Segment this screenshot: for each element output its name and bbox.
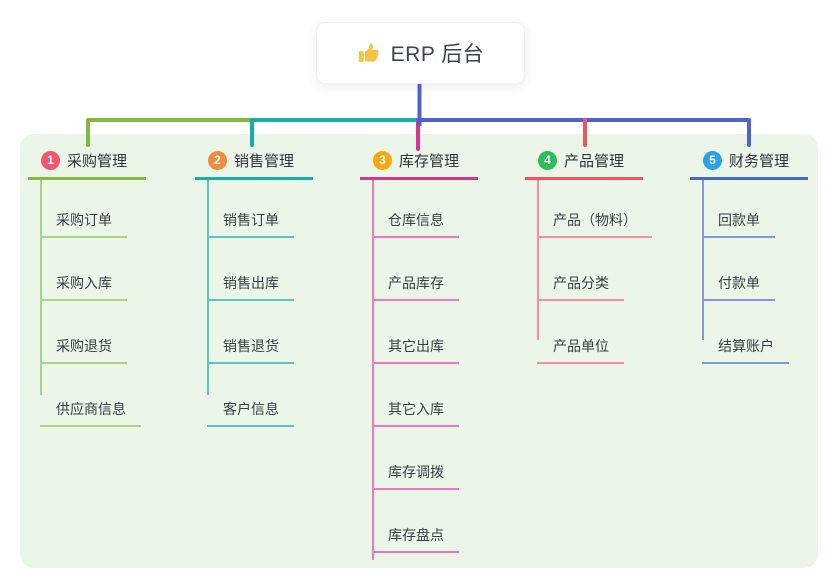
branch-child-connector <box>372 180 374 560</box>
node-sales-return[interactable]: 销售退货 <box>207 301 294 364</box>
branches-panel <box>20 134 818 568</box>
node-settlement-account[interactable]: 结算账户 <box>702 301 789 364</box>
badge-4: 4 <box>538 150 557 170</box>
branch-child-connector <box>702 180 704 340</box>
node-supplier-info[interactable]: 供应商信息 <box>40 364 141 427</box>
branch-child-connector <box>537 180 539 340</box>
thumbs-up-icon <box>358 43 379 62</box>
node-customer-info[interactable]: 客户信息 <box>207 364 294 427</box>
branch-sales-node[interactable]: 2 销售管理 <box>195 147 313 180</box>
node-purchase-return[interactable]: 采购退货 <box>40 301 127 364</box>
branch-child-connector <box>40 180 42 395</box>
node-warehouse-info[interactable]: 仓库信息 <box>372 180 459 238</box>
node-stock-count[interactable]: 库存盘点 <box>372 490 459 553</box>
node-stock-transfer[interactable]: 库存调拨 <box>372 427 459 490</box>
node-payment-order[interactable]: 付款单 <box>702 238 775 301</box>
node-product-unit[interactable]: 产品单位 <box>537 301 624 364</box>
branch-procurement-node[interactable]: 1 采购管理 <box>28 147 146 180</box>
node-product-category[interactable]: 产品分类 <box>537 238 624 301</box>
node-sales-outbound[interactable]: 销售出库 <box>207 238 294 301</box>
root-node-erp[interactable]: ERP 后台 <box>316 22 525 84</box>
node-purchase-order[interactable]: 采购订单 <box>40 180 127 238</box>
branch-child-connector <box>207 180 209 395</box>
branch-procurement: 1 采购管理 采购订单 采购入库 采购退货 供应商信息 <box>28 147 146 427</box>
branch-product-node[interactable]: 4 产品管理 <box>525 147 643 180</box>
root-node-label: ERP 后台 <box>390 43 485 66</box>
badge-1: 1 <box>41 150 60 170</box>
branch-inventory: 3 库存管理 仓库信息 产品库存 其它出库 其它入库 库存调拨 库存盘点 出库库… <box>360 147 478 588</box>
branch-sales: 2 销售管理 销售订单 销售出库 销售退货 客户信息 <box>195 147 313 427</box>
branch-inventory-node[interactable]: 3 库存管理 <box>360 147 478 180</box>
branch-label: 财务管理 <box>729 152 790 170</box>
badge-2: 2 <box>208 150 227 170</box>
branch-finance-node[interactable]: 5 财务管理 <box>690 147 808 180</box>
branch-label: 库存管理 <box>399 152 460 170</box>
branch-label: 产品管理 <box>564 152 625 170</box>
branch-label: 销售管理 <box>234 152 295 170</box>
node-product-material[interactable]: 产品（物料） <box>537 180 652 238</box>
node-other-outbound[interactable]: 其它出库 <box>372 301 459 364</box>
node-product-stock[interactable]: 产品库存 <box>372 238 459 301</box>
branch-finance: 5 财务管理 回款单 付款单 结算账户 <box>690 147 808 364</box>
node-other-inbound[interactable]: 其它入库 <box>372 364 459 427</box>
badge-3: 3 <box>373 150 392 170</box>
node-receipt-order[interactable]: 回款单 <box>702 180 775 238</box>
branch-product: 4 产品管理 产品（物料） 产品分类 产品单位 <box>525 147 652 364</box>
node-purchase-inbound[interactable]: 采购入库 <box>40 238 127 301</box>
node-outbound-detail[interactable]: 出库库明细 <box>372 553 473 588</box>
branch-label: 采购管理 <box>67 152 128 170</box>
badge-5: 5 <box>703 150 722 170</box>
node-sales-order[interactable]: 销售订单 <box>207 180 294 238</box>
